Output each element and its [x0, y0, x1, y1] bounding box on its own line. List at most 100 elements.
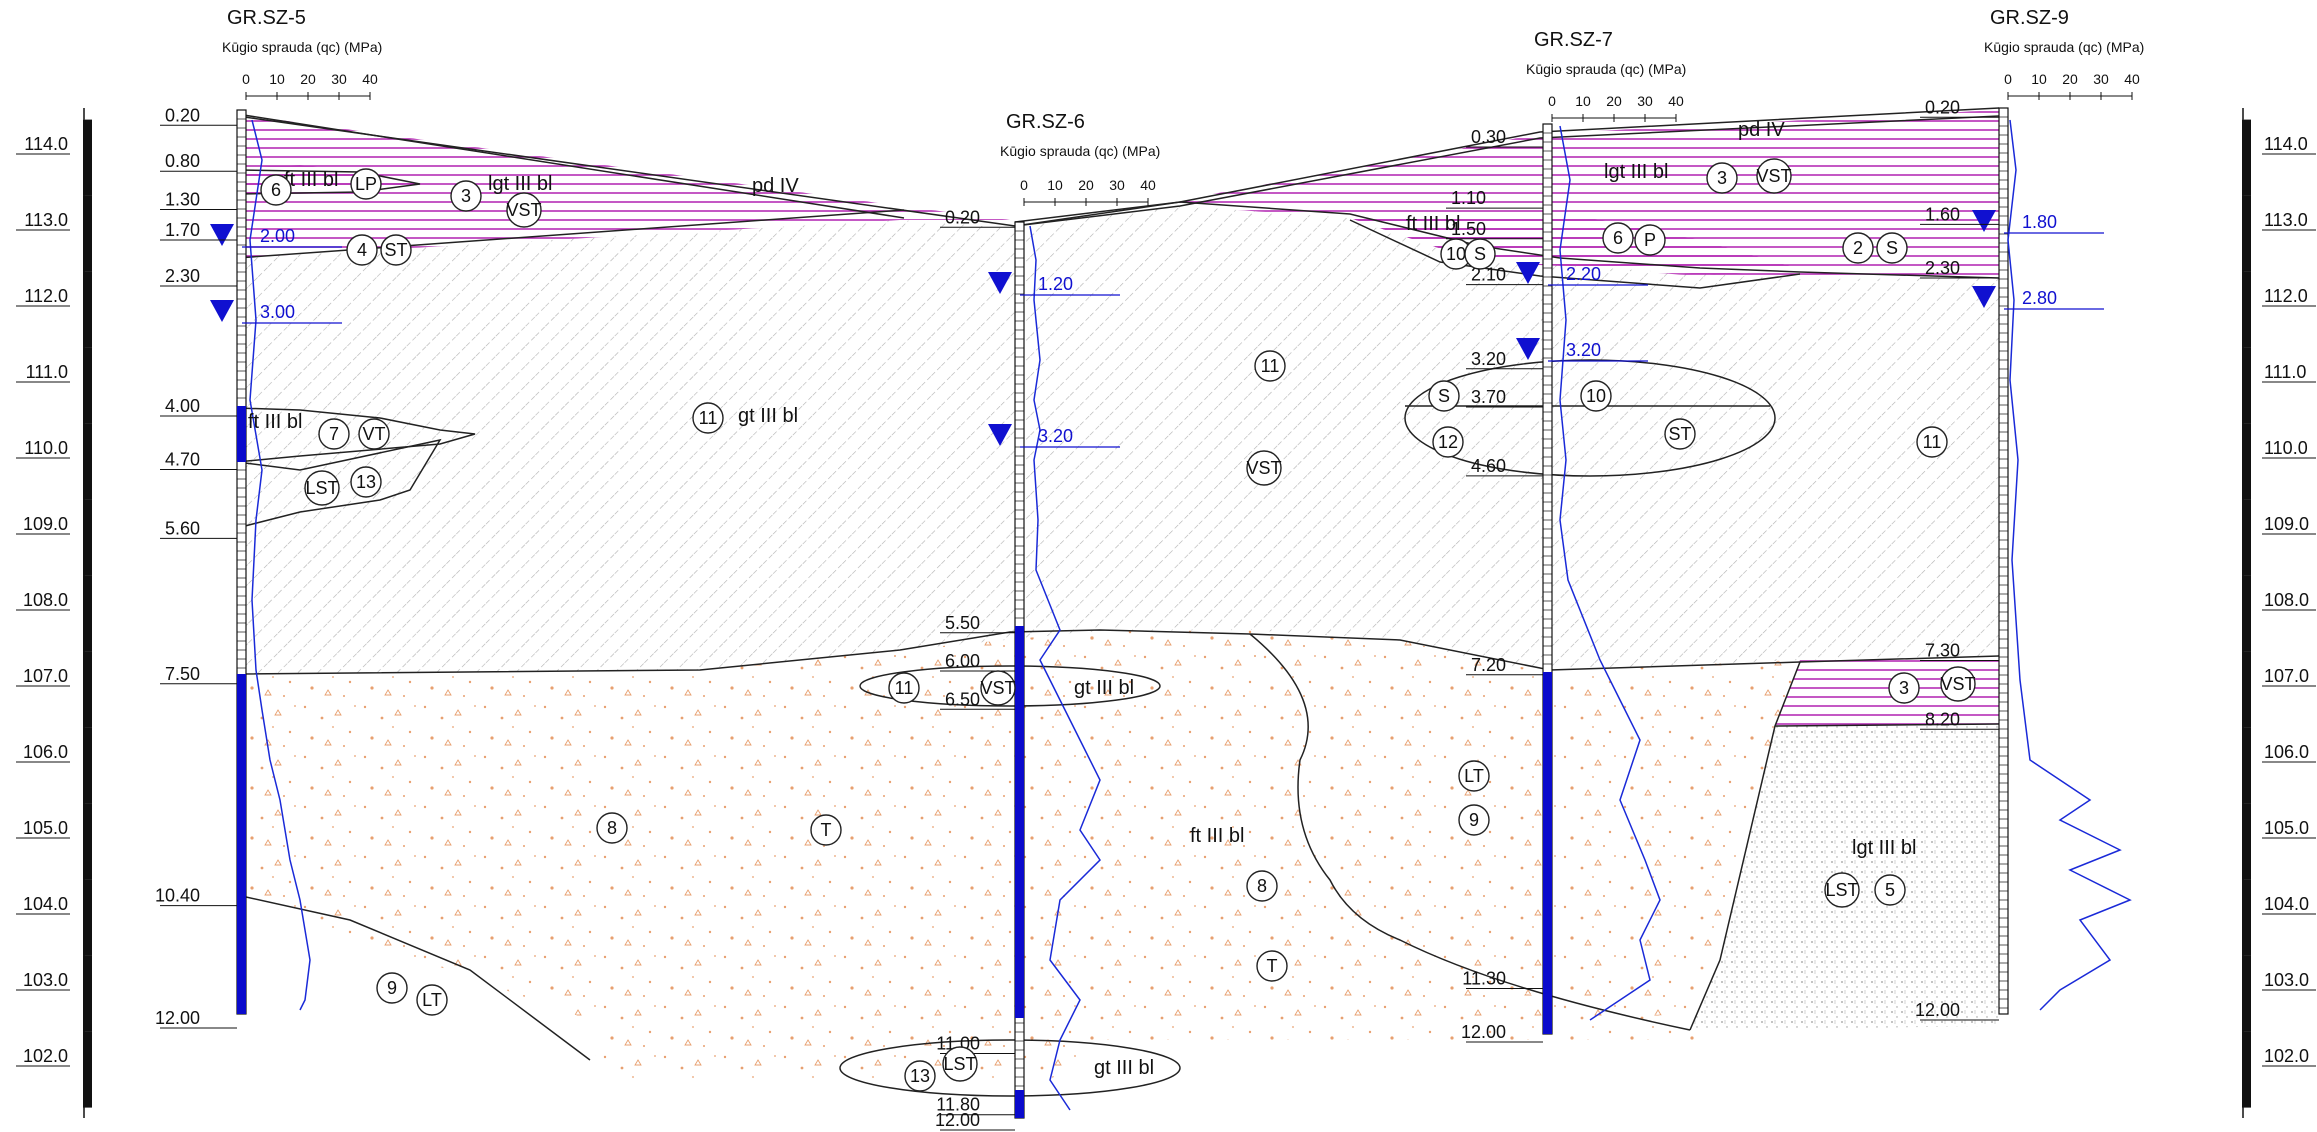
cpt-tick-label: 10 — [2031, 71, 2047, 87]
depth-label: 5.60 — [165, 518, 200, 538]
elevation-label: 108.0 — [23, 590, 68, 610]
borehole-column — [236, 109, 247, 1015]
borehole-column — [1998, 107, 2009, 1015]
depth-label: 11.30 — [1462, 968, 1506, 988]
borehole-header-sz7: GR.SZ-7 Kūgio sprauda (qc) (MPa) — [1526, 29, 1686, 77]
soil-code-badge: 4 — [346, 234, 378, 266]
elevation-label: 106.0 — [2264, 742, 2309, 762]
elevation-label: 102.0 — [2264, 1046, 2309, 1066]
soil-code-badge: ST — [380, 234, 412, 266]
soil-code-text: 11 — [699, 408, 718, 428]
elevation-label: 105.0 — [2264, 818, 2309, 838]
elevation-label: 113.0 — [24, 210, 68, 230]
elevation-label: 114.0 — [2264, 134, 2308, 154]
soil-code-badge: LST — [304, 470, 340, 506]
elevation-label: 109.0 — [2264, 514, 2309, 534]
layer-lgt-left — [237, 114, 1010, 258]
cpt-tick-label: 0 — [2004, 71, 2012, 87]
depth-label: 2.30 — [165, 266, 200, 286]
borehole-title: GR.SZ-7 — [1534, 29, 1613, 51]
cpt-curve-sz6 — [1029, 225, 1101, 1111]
soil-code-text: VT — [362, 424, 385, 444]
soil-code-text: 11 — [895, 678, 914, 698]
soil-code-badge: P — [1634, 224, 1666, 256]
elevation-label: 104.0 — [23, 894, 68, 914]
elevation-label: 111.0 — [26, 362, 68, 382]
soil-code-badge: 13 — [350, 466, 382, 498]
soil-label-gt: gt III bl — [738, 405, 798, 427]
water-level-label: 2.20 — [1566, 264, 1601, 284]
depth-label: 11.00 — [936, 1034, 980, 1054]
axis-bar — [83, 727, 92, 804]
depth-label: 12.00 — [935, 1110, 980, 1130]
water-level-label: 3.00 — [260, 302, 295, 322]
elevation-label: 108.0 — [2264, 590, 2309, 610]
depth-label: 6.00 — [945, 651, 980, 671]
cpt-tick-label: 30 — [1637, 93, 1653, 109]
soil-code-text: 10 — [1446, 244, 1466, 264]
borehole-title: GR.SZ-5 — [227, 7, 306, 29]
depth-label: 1.30 — [165, 189, 200, 209]
axis-bar — [2242, 879, 2251, 956]
elevation-label: 114.0 — [24, 134, 68, 154]
water-level-marker: 2.80 — [1972, 286, 2104, 310]
depth-label: 1.10 — [1451, 188, 1486, 208]
axis-bar — [2242, 271, 2251, 348]
soil-code-text: LST — [1825, 880, 1858, 900]
soil-label-lgt: lgt III bl — [1852, 837, 1916, 859]
elevation-label: 107.0 — [23, 666, 68, 686]
soil-code-badge: LT — [1458, 760, 1490, 792]
elevation-label: 105.0 — [23, 818, 68, 838]
borehole-header-sz9: GR.SZ-9 Kūgio sprauda (qc) (MPa) — [1984, 7, 2144, 55]
depth-label: 4.00 — [165, 396, 200, 416]
soil-code-badge: 11 — [888, 672, 920, 704]
water-level-marker: 3.20 — [1516, 338, 1648, 362]
elevation-label: 103.0 — [23, 970, 68, 990]
axis-bar — [83, 1031, 92, 1108]
soil-code-text: S — [1438, 386, 1450, 406]
soil-code-text: 3 — [1717, 168, 1727, 188]
soil-code-text: T — [1267, 956, 1278, 976]
soil-code-text: ST — [1668, 424, 1691, 444]
soil-code-text: 11 — [1261, 356, 1280, 376]
elevation-label: 112.0 — [24, 286, 68, 306]
cpt-curve-sz5 — [249, 119, 311, 1011]
soil-code-text: VST — [1940, 674, 1975, 694]
axis-bar — [83, 423, 92, 500]
soil-code-badge: LP — [350, 168, 382, 200]
water-level-label: 2.80 — [2022, 288, 2057, 308]
soil-code-badge: 3 — [1706, 162, 1738, 194]
layer-lgt-right — [1180, 110, 1999, 279]
layer-ft-sand — [237, 630, 1800, 1020]
water-level-marker: 2.00 — [210, 224, 342, 248]
elevation-label: 109.0 — [23, 514, 68, 534]
soil-code-text: 8 — [1257, 876, 1267, 896]
soil-code-badge: VST — [1940, 666, 1976, 702]
depth-labels: 0.200.801.301.702.304.004.705.607.5010.4… — [155, 97, 1999, 1131]
depth-label: 5.50 — [945, 613, 980, 633]
soil-code-badge: ST — [1664, 418, 1696, 450]
soil-code-badge: VST — [506, 192, 542, 228]
cpt-tick-label: 0 — [1548, 93, 1556, 109]
soil-code-text: 7 — [329, 424, 339, 444]
cpt-axis-title: Kūgio sprauda (qc) (MPa) — [1984, 39, 2144, 55]
soil-code-badge: VST — [980, 670, 1016, 706]
borehole-header-sz6: GR.SZ-6 Kūgio sprauda (qc) (MPa) — [1000, 111, 1160, 159]
casing-segment — [237, 406, 246, 462]
soil-label-pd-iv: pd IV — [752, 175, 799, 197]
soil-code-badge: 11 — [692, 402, 724, 434]
cpt-tick-label: 30 — [331, 71, 347, 87]
soil-label-pd-iv: pd IV — [1738, 119, 1785, 141]
cpt-tick-label: 20 — [1606, 93, 1622, 109]
cpt-tick-label: 40 — [2124, 71, 2140, 87]
soil-code-badge: LST — [1824, 872, 1860, 908]
water-level-label: 2.00 — [260, 226, 295, 246]
cpt-tick-label: 40 — [362, 71, 378, 87]
soil-code-text: 11 — [1923, 432, 1942, 452]
depth-label: 10.40 — [155, 886, 200, 906]
cpt-tick-label: 30 — [1109, 177, 1125, 193]
